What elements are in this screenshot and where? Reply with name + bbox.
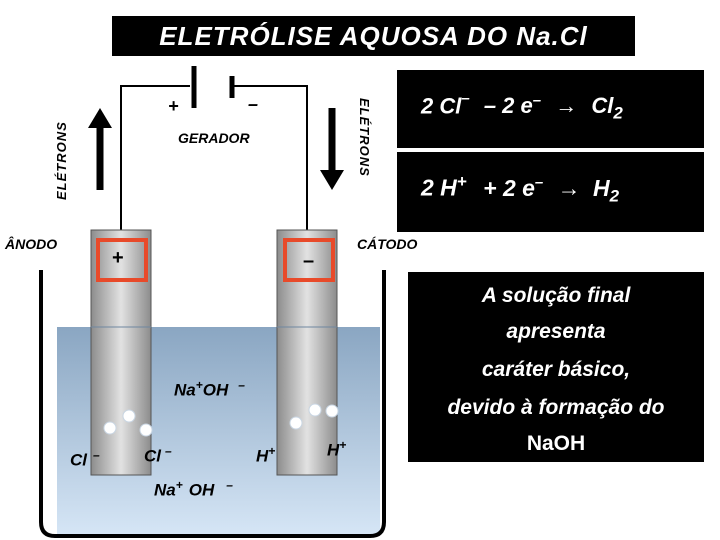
wire-right xyxy=(234,85,308,237)
gas-bubbles-anode xyxy=(103,409,153,437)
anode-label: ÂNODO xyxy=(5,236,58,252)
cathode-highlight xyxy=(283,238,335,282)
anode-sign: + xyxy=(112,247,124,269)
generator-label: GERADOR xyxy=(178,130,250,146)
generator-plus-sign: + xyxy=(168,96,179,116)
electrons-label-right: ELÉTRONS xyxy=(357,98,372,177)
wire-left xyxy=(120,85,190,237)
anode-electrode xyxy=(90,229,152,476)
arrow-up-icon xyxy=(88,108,112,190)
ion-na-oh-bottom: Na+OH– xyxy=(154,478,233,500)
conclusion-line-3: caráter básico, xyxy=(481,358,631,381)
generator-minus-sign: – xyxy=(248,94,259,114)
ion-h-right: H+ xyxy=(327,438,347,460)
electrons-label-left: ELÉTRONS xyxy=(54,121,69,200)
cathode-sign: – xyxy=(303,250,315,272)
cathode-label: CÁTODO xyxy=(357,236,418,252)
conclusion-line-5: NaOH xyxy=(526,432,586,455)
equation-anode: 2 Cl– – 2 e– → Cl2 xyxy=(421,90,623,123)
arrow-down-icon xyxy=(320,108,344,190)
ion-cl-center: Cl– xyxy=(144,444,172,466)
equation-cathode: 2 H+ + 2 e– → H2 xyxy=(421,172,620,206)
conclusion-box: A solução final apresenta caráter básico… xyxy=(408,272,704,462)
ion-h-center: H+ xyxy=(256,444,276,466)
conclusion-line-2: apresenta xyxy=(506,320,606,343)
gas-bubbles-cathode xyxy=(289,403,339,430)
equation-anode-box: 2 Cl– – 2 e– → Cl2 xyxy=(397,70,704,148)
equation-cathode-box: 2 H+ + 2 e– → H2 xyxy=(397,152,704,232)
conclusion-line-1: A solução final xyxy=(481,284,631,307)
page-title: ELETRÓLISE AQUOSA DO Na.Cl xyxy=(112,16,635,56)
ion-cl-left: Cl– xyxy=(70,448,100,470)
beaker xyxy=(39,270,386,538)
anode-highlight xyxy=(96,238,148,282)
conclusion-line-4: devido à formação do xyxy=(447,396,665,419)
ion-na-oh-center: Na+OH– xyxy=(174,378,245,400)
